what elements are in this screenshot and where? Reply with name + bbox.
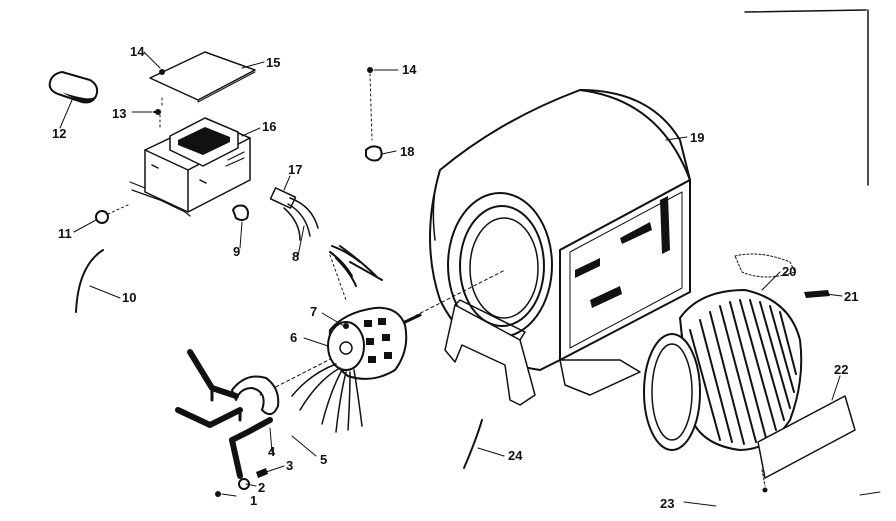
callout-14-upper-right: 14 xyxy=(402,62,417,77)
part-23-screw xyxy=(761,469,768,493)
callout-15: 15 xyxy=(266,55,280,70)
part-19-blower-housing xyxy=(429,89,691,396)
callout-5: 5 xyxy=(320,452,327,467)
callout-19: 19 xyxy=(690,130,704,145)
part-21-shaft-section xyxy=(734,253,796,278)
callout-16: 16 xyxy=(262,119,276,134)
callout-20: 20 xyxy=(782,264,796,279)
callout-23: 23 xyxy=(660,496,674,511)
part-6-motor xyxy=(327,306,422,380)
callout-2: 2 xyxy=(258,480,265,495)
part-24-mount-bracket xyxy=(444,299,536,469)
callout-22: 22 xyxy=(834,362,848,377)
callout-24: 24 xyxy=(508,448,523,463)
part-18-grommet xyxy=(365,145,383,162)
callout-3: 3 xyxy=(286,458,293,473)
callout-9: 9 xyxy=(233,244,240,259)
part-15-cover-plate xyxy=(149,51,256,103)
part-7-motor-bolt xyxy=(343,323,349,329)
part-13-screw xyxy=(153,109,161,115)
part-8-wire-harness xyxy=(329,245,383,301)
callout-4: 4 xyxy=(268,444,276,459)
callout-11: 11 xyxy=(58,226,72,241)
part-10-clip xyxy=(75,249,104,313)
motor-lead-wires xyxy=(291,363,363,433)
part-16-junction-box xyxy=(129,97,251,217)
callout-12: 12 xyxy=(52,126,66,141)
callout-17: 17 xyxy=(288,162,302,177)
part-4-mount-legs xyxy=(175,349,273,479)
callout-8: 8 xyxy=(292,249,299,264)
scan-edge-marks xyxy=(744,9,881,496)
part-21-set-screw xyxy=(804,290,830,298)
part-22-access-plate xyxy=(757,395,856,479)
part-14-screw-right xyxy=(367,67,373,141)
part-17-connector xyxy=(269,187,319,241)
callout-10: 10 xyxy=(122,290,136,305)
callout-7: 7 xyxy=(310,304,317,319)
callout-21: 21 xyxy=(844,289,858,304)
callout-13: 13 xyxy=(112,106,126,121)
callout-labels: 1 2 3 4 5 6 7 8 9 10 11 12 13 14 14 15 1… xyxy=(52,44,858,511)
part-12-cap xyxy=(48,71,99,104)
part-9-bushing xyxy=(232,204,249,221)
callout-18: 18 xyxy=(400,144,414,159)
part-1-2-3-hardware xyxy=(215,468,268,497)
part-14-screw-upper xyxy=(159,69,165,75)
callout-6: 6 xyxy=(290,330,297,345)
part-11-plug xyxy=(95,203,131,224)
part-20-blower-wheel xyxy=(643,289,803,451)
callout-leader-lines xyxy=(59,51,843,507)
part-5-motor-mount-ring xyxy=(231,375,280,416)
callout-1: 1 xyxy=(250,493,257,508)
callout-14-upper-left: 14 xyxy=(130,44,145,59)
